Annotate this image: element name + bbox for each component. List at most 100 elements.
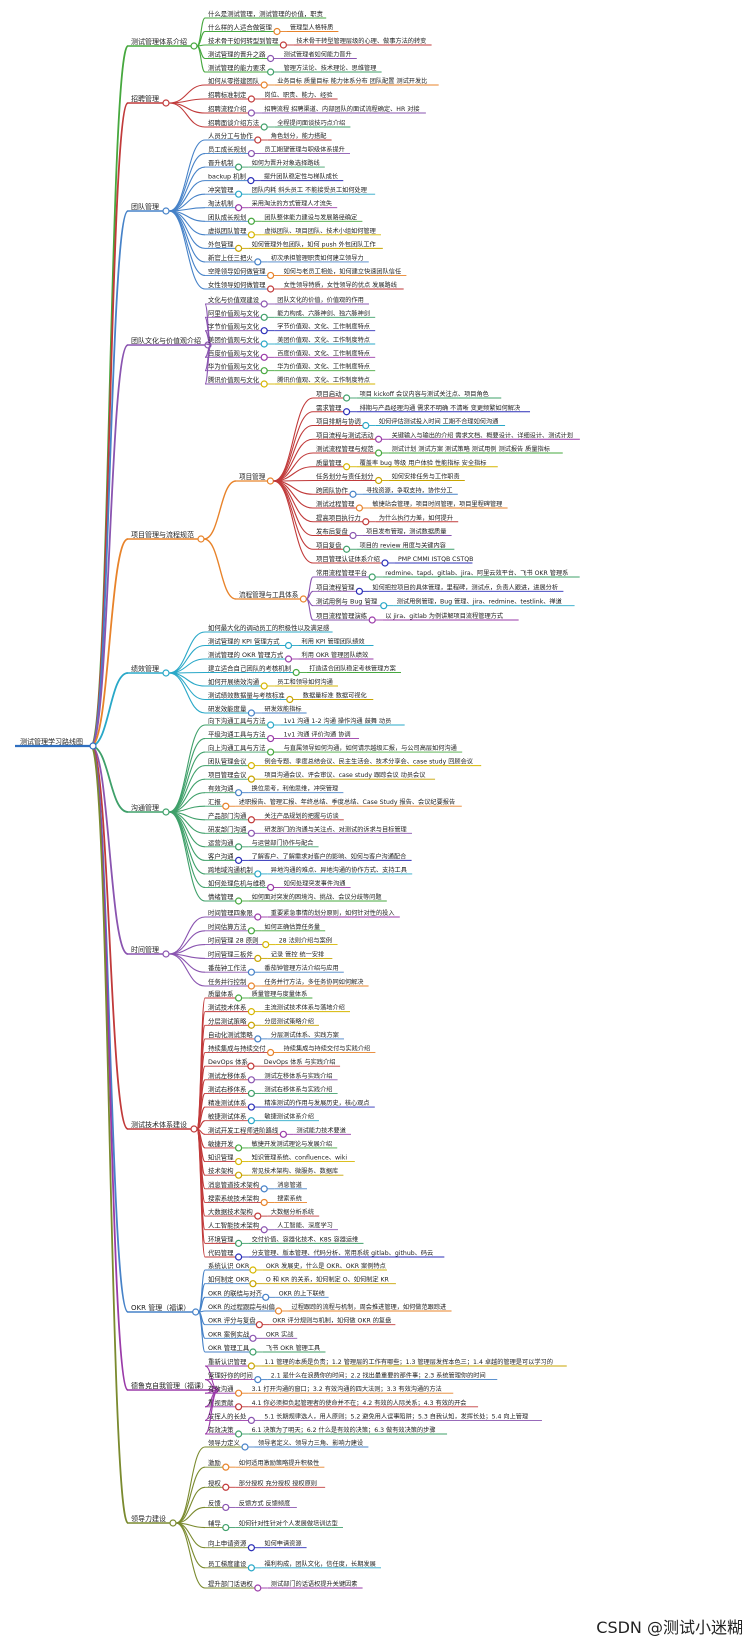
leaf-topic[interactable]: 激励	[208, 1458, 221, 1467]
leaf-topic[interactable]: 向上沟通工具与方法	[208, 743, 266, 752]
leaf-detail[interactable]: 管理型人格特质	[290, 24, 333, 32]
leaf-detail[interactable]: 领导者定义、领导力三角、影响力建设	[258, 1439, 363, 1447]
main-branch[interactable]: 团队管理	[131, 202, 159, 211]
leaf-topic[interactable]: 大数据技术架构	[208, 1207, 253, 1216]
leaf-detail[interactable]: 女性领导特质，女性领导的优点 发展路线	[284, 281, 397, 289]
leaf-detail[interactable]: 与运营部门协作与配合	[252, 839, 314, 847]
leaf-topic[interactable]: 外包管理	[208, 239, 234, 248]
leaf-detail[interactable]: 测试部门的话语权提升关键因素	[271, 1580, 358, 1588]
leaf-detail[interactable]: 测试计划 测试方案 测试策略 测试用例 测试报告 质量指标	[392, 445, 550, 453]
leaf-detail[interactable]: 排期与产品经理沟通 需求不明确 不清晰 变更频繁如何解决	[360, 404, 521, 412]
leaf-topic[interactable]: 敏捷开发	[208, 1139, 234, 1148]
leaf-topic[interactable]: 项目管理认证体系介绍	[316, 554, 380, 563]
leaf-topic[interactable]: 发布后复盘	[316, 527, 349, 536]
main-branch[interactable]: 沟通管理	[131, 803, 159, 812]
leaf-topic[interactable]: 招聘流程介绍	[208, 104, 246, 113]
leaf-detail[interactable]: PMP CMMI ISTQB CSTQB	[398, 556, 473, 563]
leaf-topic[interactable]: 反馈	[208, 1498, 221, 1507]
leaf-detail[interactable]: 大数据分析系统	[271, 1208, 314, 1216]
leaf-detail[interactable]: 2.1 是什么在浪费你的时间；2.2 找出最重要的那件事；2.3 系统管理你的时…	[271, 1372, 486, 1380]
sub-branch[interactable]: 项目管理	[239, 472, 266, 481]
leaf-topic[interactable]: 自动化测试策略	[208, 1030, 253, 1039]
leaf-topic[interactable]: 测试右移体系	[208, 1084, 246, 1093]
leaf-detail[interactable]: 述职报告、管理汇报、年终总结、季度总结、Case Study 报告、会议纪要报告	[239, 798, 455, 806]
leaf-detail[interactable]: OKR 实战	[266, 1330, 294, 1338]
leaf-topic[interactable]: 晋升机制	[208, 158, 234, 167]
leaf-topic[interactable]: DevOps 体系	[208, 1057, 248, 1066]
leaf-topic[interactable]: 搜索系统技术架构	[208, 1193, 259, 1202]
leaf-topic[interactable]: 字节价值观与文化	[208, 322, 260, 331]
leaf-detail[interactable]: 华为价值观、文化、工作制度特点	[277, 363, 370, 371]
main-branch[interactable]: 绩效管理	[131, 664, 159, 673]
leaf-detail[interactable]: 测试右移体系与实践介绍	[264, 1085, 332, 1093]
leaf-detail[interactable]: 了解客户、了解需求对客户的影响、如何与客户沟通配合	[252, 852, 407, 860]
leaf-detail[interactable]: 人工智能、深度学习	[277, 1222, 333, 1230]
leaf-detail[interactable]: 初次承担管理职责如何建立领导力	[271, 254, 364, 262]
leaf-detail[interactable]: 项目发布管理，测试数据质量	[366, 528, 446, 536]
leaf-detail[interactable]: 3.1 打开沟通的窗口；3.2 有效沟通的四大法则；3.3 有效沟通的方法	[252, 1385, 442, 1393]
leaf-topic[interactable]: 消息管道技术架构	[208, 1180, 259, 1189]
leaf-detail[interactable]: 如何针对性针对个人发展做培训达型	[239, 1520, 338, 1528]
leaf-topic[interactable]: 如何制定 OKR	[208, 1275, 250, 1284]
leaf-topic[interactable]: 系统认识 OKR	[208, 1261, 250, 1270]
leaf-detail[interactable]: 分支管理、版本管理、代码分析、常用系统 gitlab、github、码云	[252, 1249, 434, 1257]
leaf-topic[interactable]: 敏捷测试体系	[208, 1112, 246, 1121]
leaf-topic[interactable]: 发挥人的长处	[208, 1411, 247, 1420]
leaf-detail[interactable]: 团队整体能力建设与发展路径确定	[264, 213, 357, 221]
leaf-detail[interactable]: 测试用例管理，Bug 管理、jira、redmine、testlink、禅道	[397, 598, 562, 606]
leaf-topic[interactable]: 美团价值观与文化	[208, 335, 260, 344]
leaf-detail[interactable]: 岗位、职责、能力、经验	[264, 91, 333, 99]
leaf-detail[interactable]: 如何评估测试投入时间 工期不合理如何沟通	[379, 418, 499, 426]
leaf-topic[interactable]: 知识管理	[208, 1153, 234, 1162]
leaf-topic[interactable]: 提升部门话语权	[208, 1579, 253, 1588]
leaf-detail[interactable]: 研发效能指标	[264, 705, 301, 713]
leaf-detail[interactable]: 如何安排任务与工作职责	[392, 473, 460, 481]
leaf-detail[interactable]: 员工期望管理与职级体系提升	[264, 146, 344, 154]
leaf-topic[interactable]: 环境管理	[208, 1234, 234, 1243]
leaf-topic[interactable]: 产品部门沟通	[208, 811, 247, 820]
leaf-topic[interactable]: 测试技术体系	[208, 1003, 246, 1012]
leaf-detail[interactable]: 反馈方式 反馈频度	[239, 1499, 290, 1507]
leaf-topic[interactable]: 技术架构	[208, 1166, 234, 1175]
leaf-detail[interactable]: 打造适合团队稳定考核管理方案	[309, 665, 396, 673]
leaf-detail[interactable]: 招聘流程 招聘渠道、内部团队的面试流程确定、HR 对接	[264, 105, 419, 113]
leaf-detail[interactable]: 项目的 review 用度与关键内容	[360, 541, 446, 549]
leaf-detail[interactable]: 番茄钟管理方法介绍与应用	[264, 964, 338, 972]
leaf-detail[interactable]: 敏捷开发测试理论与发展介绍	[252, 1140, 332, 1148]
leaf-topic[interactable]: 需求管理	[316, 403, 342, 412]
leaf-detail[interactable]: O 和 KR 的关系，如何制定 O、如何制定 KR	[266, 1276, 390, 1284]
leaf-topic[interactable]: 重新认识管理	[208, 1357, 247, 1366]
leaf-topic[interactable]: 平级沟通工具与方法	[208, 730, 266, 739]
leaf-topic[interactable]: 向上申请资源	[208, 1539, 247, 1548]
leaf-detail[interactable]: 知识管理系统、confluence、wiki	[252, 1154, 348, 1162]
leaf-detail[interactable]: 消息管道	[277, 1181, 302, 1189]
leaf-detail[interactable]: OKR 评分规则与机制，如何做 OKR 的复盘	[272, 1317, 391, 1325]
leaf-detail[interactable]: 敏捷站会管理，项目时间管理，项目里程碑管理	[372, 500, 502, 508]
leaf-topic[interactable]: 时间管理四象限	[208, 908, 253, 917]
leaf-detail[interactable]: 持续集成与持续交付与实践介绍	[284, 1045, 371, 1053]
leaf-detail[interactable]: 精准测试的作用与发展历史，核心观点	[264, 1099, 369, 1107]
leaf-detail[interactable]: 美团价值观、文化、工作制度特点	[277, 336, 370, 344]
root-node[interactable]: 测试管理学习路线图	[20, 737, 83, 746]
leaf-topic[interactable]: 华为价值观与文化	[208, 362, 260, 371]
leaf-topic[interactable]: OKR 的过程跟踪与纠偏	[208, 1302, 275, 1311]
leaf-topic[interactable]: 项目流程与测试活动	[316, 430, 374, 439]
leaf-topic[interactable]: 番茄钟工作法	[208, 963, 247, 972]
leaf-detail[interactable]: 4.1 你必须担负起管理者的使命并不在；4.2 有效的人际关系；4.3 有效的开…	[252, 1399, 467, 1407]
leaf-topic[interactable]: 测试管理的 KPI 管理方式	[208, 637, 280, 646]
leaf-detail[interactable]: 分层测试策略介绍	[264, 1017, 314, 1025]
leaf-topic[interactable]: 精准测试体系	[208, 1098, 246, 1107]
leaf-topic[interactable]: 文化与价值观建设	[208, 295, 260, 304]
leaf-detail[interactable]: 管理方法论、技术理论、思维管理	[284, 64, 377, 72]
leaf-topic[interactable]: 测试管理的能力要求	[208, 63, 266, 72]
leaf-detail[interactable]: 交付价值、容器化技术、K8S 容器运维	[252, 1235, 359, 1243]
leaf-topic[interactable]: 淘汰机制	[208, 199, 234, 208]
leaf-detail[interactable]: 1v1 沟通 1-2 沟通 操作沟通 鼓舞 动员	[284, 717, 392, 725]
leaf-topic[interactable]: 测试左移体系	[208, 1071, 246, 1080]
leaf-detail[interactable]: 换位思考，利他思维，冲突管理	[252, 785, 339, 793]
leaf-topic[interactable]: 任务并行控制	[208, 977, 246, 986]
leaf-topic[interactable]: 如何最大化的调动员工的积极性以及满足感	[208, 623, 330, 632]
leaf-topic[interactable]: 研发效能度量	[208, 704, 247, 713]
leaf-detail[interactable]: 能力构成、六脉神剑、独六脉神剑	[277, 309, 370, 317]
leaf-topic[interactable]: 员工成长规划	[208, 145, 246, 154]
